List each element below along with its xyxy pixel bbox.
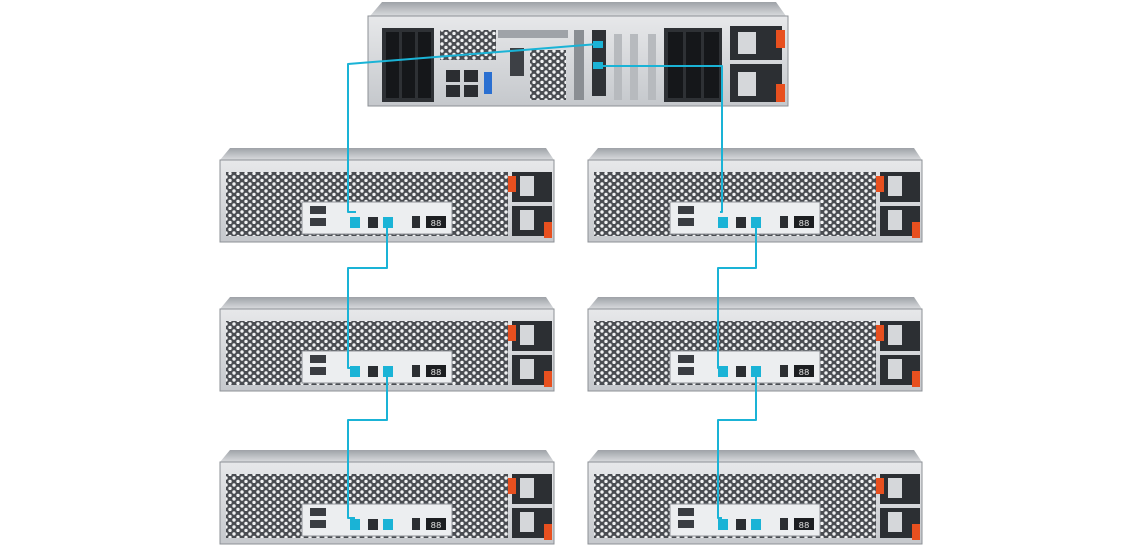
host-lan-ports (446, 70, 492, 97)
sas-in-port (718, 366, 728, 377)
cable-host-to-right-unit1 (598, 65, 723, 213)
host-power-supplies (730, 26, 785, 102)
id-display (794, 216, 814, 228)
id-display-text: 88 (799, 368, 810, 378)
sas-in-port (350, 217, 360, 228)
sas-out-port (383, 366, 393, 377)
id-display (794, 518, 814, 530)
id-display (426, 518, 446, 530)
sas-out-port (383, 519, 393, 530)
id-display (426, 216, 446, 228)
jbod-left-unit3: 88 (219, 450, 555, 545)
cable-left-unit1-to-unit2 (347, 228, 388, 369)
id-display-text: 88 (799, 219, 810, 229)
jbod-left-unit1: 88 (219, 148, 555, 243)
id-display-text: 88 (431, 368, 442, 378)
cable-right-unit2-to-unit3 (717, 376, 757, 519)
id-display (794, 365, 814, 377)
psu-handle (508, 478, 516, 494)
sas-in-port (718, 217, 728, 228)
sas-in-port (718, 519, 728, 530)
sas-port (368, 217, 378, 228)
id-display-text: 88 (431, 219, 442, 229)
sas-port (368, 366, 378, 377)
host-nas (367, 2, 789, 107)
id-display (426, 365, 446, 377)
sas-out-port (751, 217, 761, 228)
sas-port (368, 519, 378, 530)
sas-in-port (350, 519, 360, 530)
psu-handle (544, 371, 552, 387)
sas-out-port (751, 366, 761, 377)
sas-out-port (383, 217, 393, 228)
psu-handle (876, 325, 884, 341)
psu-handle (912, 371, 920, 387)
jbod-left-unit2: 88 (219, 297, 555, 392)
id-display-text: 88 (799, 521, 810, 531)
sas-cables (347, 43, 757, 519)
psu-handle (912, 524, 920, 540)
psu-handle (876, 478, 884, 494)
psu-handle (912, 222, 920, 238)
sas-out-port (751, 519, 761, 530)
jbod-right-unit1: 88 (587, 148, 923, 243)
sas-port (736, 366, 746, 377)
cable-left-unit2-to-unit3 (347, 376, 388, 519)
psu-handle (508, 325, 516, 341)
id-display-text: 88 (431, 521, 442, 531)
sas-port (736, 519, 746, 530)
cable-right-unit1-to-unit2 (717, 228, 757, 369)
psu-handle (876, 176, 884, 192)
psu-handle (508, 176, 516, 192)
psu-handle (544, 524, 552, 540)
jbod-enclosures: 88 88 88 88 88 88 (219, 148, 923, 545)
jbod-right-unit3: 88 (587, 450, 923, 545)
cable-host-to-left-unit1 (347, 43, 599, 213)
psu-handle (776, 30, 785, 48)
psu-handle (544, 222, 552, 238)
sas-port (736, 217, 746, 228)
sas-in-port (350, 366, 360, 377)
psu-handle (776, 84, 785, 102)
